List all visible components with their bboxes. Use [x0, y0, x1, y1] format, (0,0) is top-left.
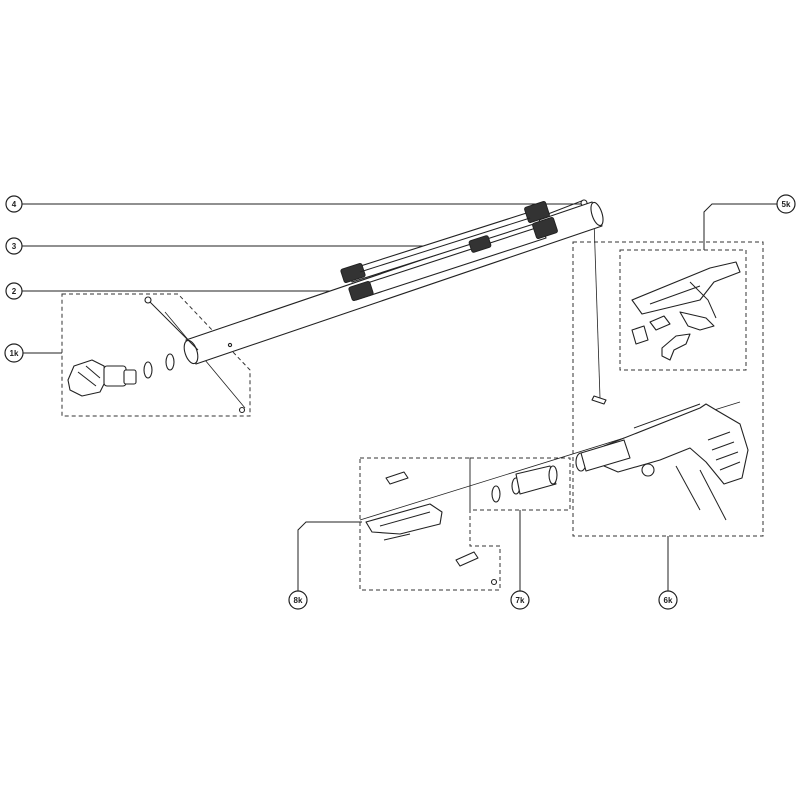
- band-lower-front-grip: [532, 217, 558, 239]
- callout-2-circle: [5, 282, 23, 300]
- muzzle-collar: [123, 369, 137, 385]
- axis-line-release: [593, 219, 601, 399]
- leader-5k: [703, 203, 778, 250]
- group-boxes: [61, 241, 764, 591]
- muzzle-pin: [147, 299, 199, 351]
- callout-8k-circle: [288, 590, 308, 610]
- holder-pin-upper: [385, 471, 409, 485]
- mechanism-lever: [679, 311, 715, 331]
- band-upper-front-grip: [524, 201, 550, 223]
- muzzle-screw: [238, 406, 246, 414]
- callout-7k: 7k: [510, 590, 530, 610]
- handle-clip: [641, 463, 655, 477]
- handle-grip-texture: [707, 431, 741, 471]
- part-1k-muzzle: [67, 296, 246, 414]
- holder-screw: [490, 578, 498, 586]
- handle-rod-2: [699, 469, 727, 521]
- part-2-bands-lower: [348, 217, 558, 302]
- mechanism-sear: [649, 315, 671, 331]
- sleeve-oring-1: [491, 485, 501, 503]
- callout-2: 2: [5, 282, 23, 300]
- group-box-8k: [359, 457, 501, 591]
- holder-pin-lower: [455, 551, 479, 567]
- callout-4-label: 4: [12, 200, 17, 209]
- handle-front-sleeve: [580, 439, 631, 472]
- mechanism-frame-detail: [649, 281, 717, 319]
- band-lower-rear-grip: [348, 280, 374, 302]
- group-box-5k: [619, 249, 747, 371]
- callout-3-circle: [5, 237, 23, 255]
- band-upper-rear-grip: [340, 262, 366, 284]
- handle-rod-1: [675, 465, 701, 511]
- line-release-spring: [591, 395, 607, 405]
- holder-detail: [379, 511, 431, 541]
- callout-1k-label: 1k: [10, 349, 19, 358]
- handle-body: [603, 403, 749, 485]
- callout-8k: 8k: [288, 590, 308, 610]
- muzzle-pin-head: [144, 296, 152, 304]
- callout-6k-circle: [658, 590, 678, 610]
- callout-6k-label: 6k: [664, 596, 673, 605]
- barrel-front-end: [590, 201, 604, 227]
- callout-7k-circle: [510, 590, 530, 610]
- sleeve-end: [548, 465, 558, 485]
- part-8k-line-holder: [365, 471, 498, 586]
- handle-top-rail: [633, 403, 701, 429]
- muzzle-oring-1: [143, 361, 153, 379]
- callout-8k-label: 8k: [294, 596, 303, 605]
- part-5k-trigger-mechanism: [631, 261, 741, 361]
- callout-3-label: 3: [12, 242, 17, 251]
- muzzle-oring-2: [165, 353, 175, 371]
- group-box-6k: [572, 241, 764, 537]
- part-7k-sleeve: [491, 465, 558, 503]
- group-box-7k: [469, 457, 571, 511]
- callout-4-circle: [5, 195, 23, 213]
- callout-5k-label: 5k: [782, 200, 791, 209]
- callout-5k: 5k: [776, 194, 796, 214]
- part-3-bands-upper: [340, 201, 550, 284]
- leader-8k: [297, 521, 362, 592]
- callout-6k: 6k: [658, 590, 678, 610]
- sleeve-body: [515, 465, 557, 495]
- mechanism-plate: [631, 325, 649, 345]
- band-lower-mid-grip: [468, 235, 492, 253]
- mechanism-trigger: [661, 333, 691, 361]
- callout-1k: 1k: [4, 343, 24, 363]
- callout-2-label: 2: [12, 287, 17, 296]
- muzzle-head-detail: [77, 365, 101, 387]
- muzzle-body: [103, 365, 127, 387]
- mechanism-frame: [631, 261, 741, 315]
- muzzle-head: [67, 359, 107, 397]
- barrel-hole: [227, 342, 233, 348]
- callout-5k-circle: [776, 194, 796, 214]
- band-upper-mid-line: [359, 217, 531, 273]
- callout-7k-label: 7k: [516, 596, 525, 605]
- callout-3: 3: [5, 237, 23, 255]
- callout-1k-circle: [4, 343, 24, 363]
- leader-lines: [20, 203, 778, 592]
- callout-4: 4: [5, 195, 23, 213]
- part-6k-handle: [575, 395, 749, 521]
